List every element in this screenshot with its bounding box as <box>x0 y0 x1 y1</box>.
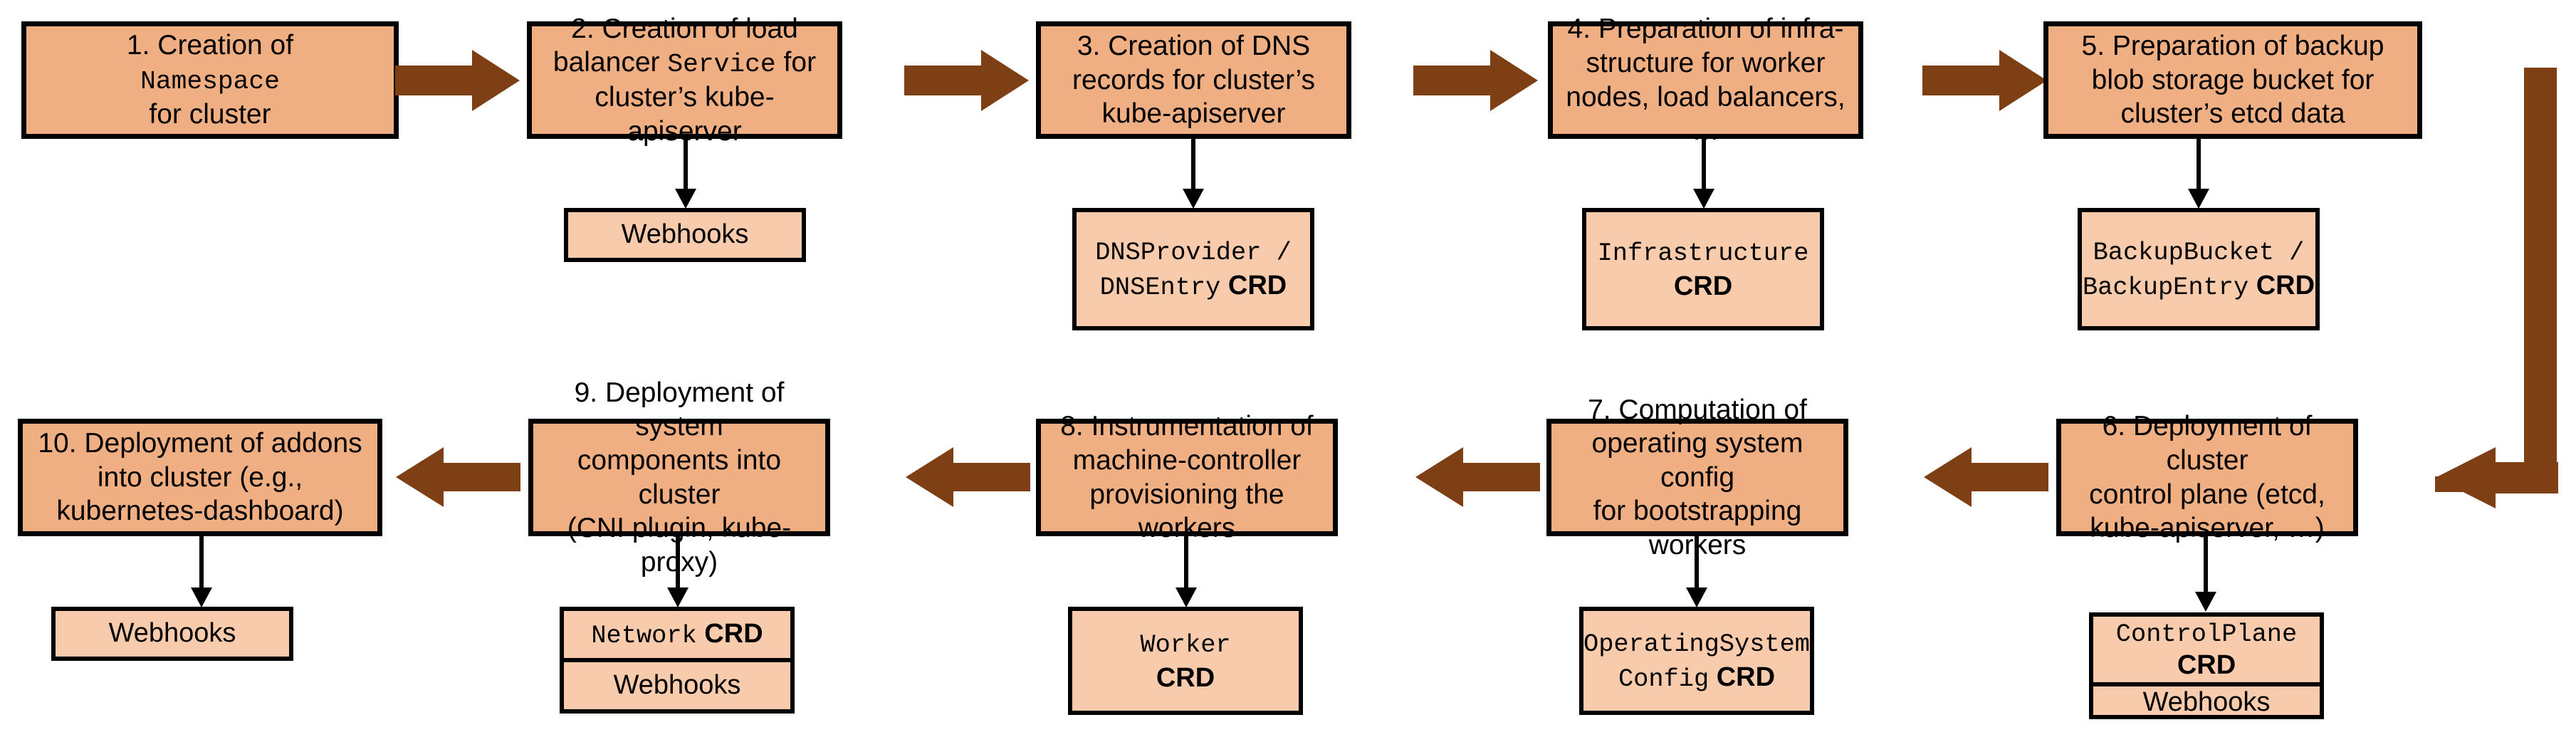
connector-step-7-to-crd <box>1684 536 1710 609</box>
connector-step-8-to-crd <box>1173 536 1199 609</box>
connector-step-9-to-crd <box>665 536 691 609</box>
connector-step-4-to-crd <box>1691 139 1717 210</box>
flow-arrow-3-4 <box>1413 50 1538 111</box>
flow-arrow-1-2 <box>395 50 520 111</box>
connector-step-3-to-crd <box>1180 139 1206 210</box>
sub-box-7-crd-label: OperatingSystem Config CRD <box>1583 630 1811 694</box>
connector-step-6-to-crd <box>2193 536 2219 613</box>
sub-box-8-crd[interactable]: Worker CRD <box>1068 607 1303 715</box>
flow-arrow-8-9 <box>906 447 1030 507</box>
sub-box-9-crd-label: Network CRD <box>591 618 763 650</box>
sub-box-6-webhooks[interactable]: Webhooks <box>2093 682 2320 719</box>
sub-box-9-webhooks[interactable]: Webhooks <box>564 658 790 709</box>
step-box-4[interactable]: 4. Preparation of infra-structure for wo… <box>1548 14 1863 146</box>
sub-stack-9: Network CRD Webhooks <box>560 607 795 714</box>
connector-step-5-to-crd <box>2186 139 2211 210</box>
sub-box-9-crd[interactable]: Network CRD <box>564 611 790 658</box>
flow-arrow-9-10 <box>396 447 520 507</box>
sub-box-10-webhooks[interactable]: Webhooks <box>51 607 293 661</box>
flow-arrow-6-7 <box>1924 447 2048 507</box>
sub-box-4-crd[interactable]: Infrastructure CRD <box>1582 208 1824 330</box>
sub-box-10-webhooks-label: Webhooks <box>108 618 236 649</box>
flow-arrow-2-3 <box>904 50 1029 111</box>
sub-box-4-crd-label: Infrastructure CRD <box>1597 239 1809 301</box>
sub-box-6-webhooks-label: Webhooks <box>2142 687 2271 717</box>
sub-box-6-crd[interactable]: ControlPlane CRD <box>2093 617 2320 682</box>
sub-box-8-crd-label: Worker CRD <box>1140 631 1231 693</box>
connector-step-2-to-webhooks <box>673 139 698 210</box>
connector-step-10-to-webhooks <box>189 536 214 609</box>
sub-box-2-webhooks[interactable]: Webhooks <box>564 208 806 262</box>
sub-box-9-webhooks-label: Webhooks <box>613 670 741 701</box>
sub-box-3-crd[interactable]: DNSProvider / DNSEntry CRD <box>1072 208 1314 330</box>
sub-box-5-crd-label: BackupBucket / BackupEntry CRD <box>2082 239 2315 302</box>
sub-box-2-webhooks-label: Webhooks <box>621 219 749 250</box>
flow-arrow-4-5 <box>1922 50 2047 111</box>
flow-arrow-5-6 <box>2431 64 2574 509</box>
step-4-label: 4. Preparation of infra-structure for wo… <box>1566 14 1845 147</box>
sub-box-5-crd[interactable]: BackupBucket / BackupEntry CRD <box>2078 208 2320 330</box>
sub-box-3-crd-label: DNSProvider / DNSEntry CRD <box>1095 239 1292 302</box>
sub-box-7-crd[interactable]: OperatingSystem Config CRD <box>1579 607 1814 715</box>
sub-stack-6: ControlPlane CRD Webhooks <box>2089 612 2324 719</box>
sub-box-6-crd-label: ControlPlane CRD <box>2115 620 2298 681</box>
flow-arrow-7-8 <box>1415 447 1540 507</box>
